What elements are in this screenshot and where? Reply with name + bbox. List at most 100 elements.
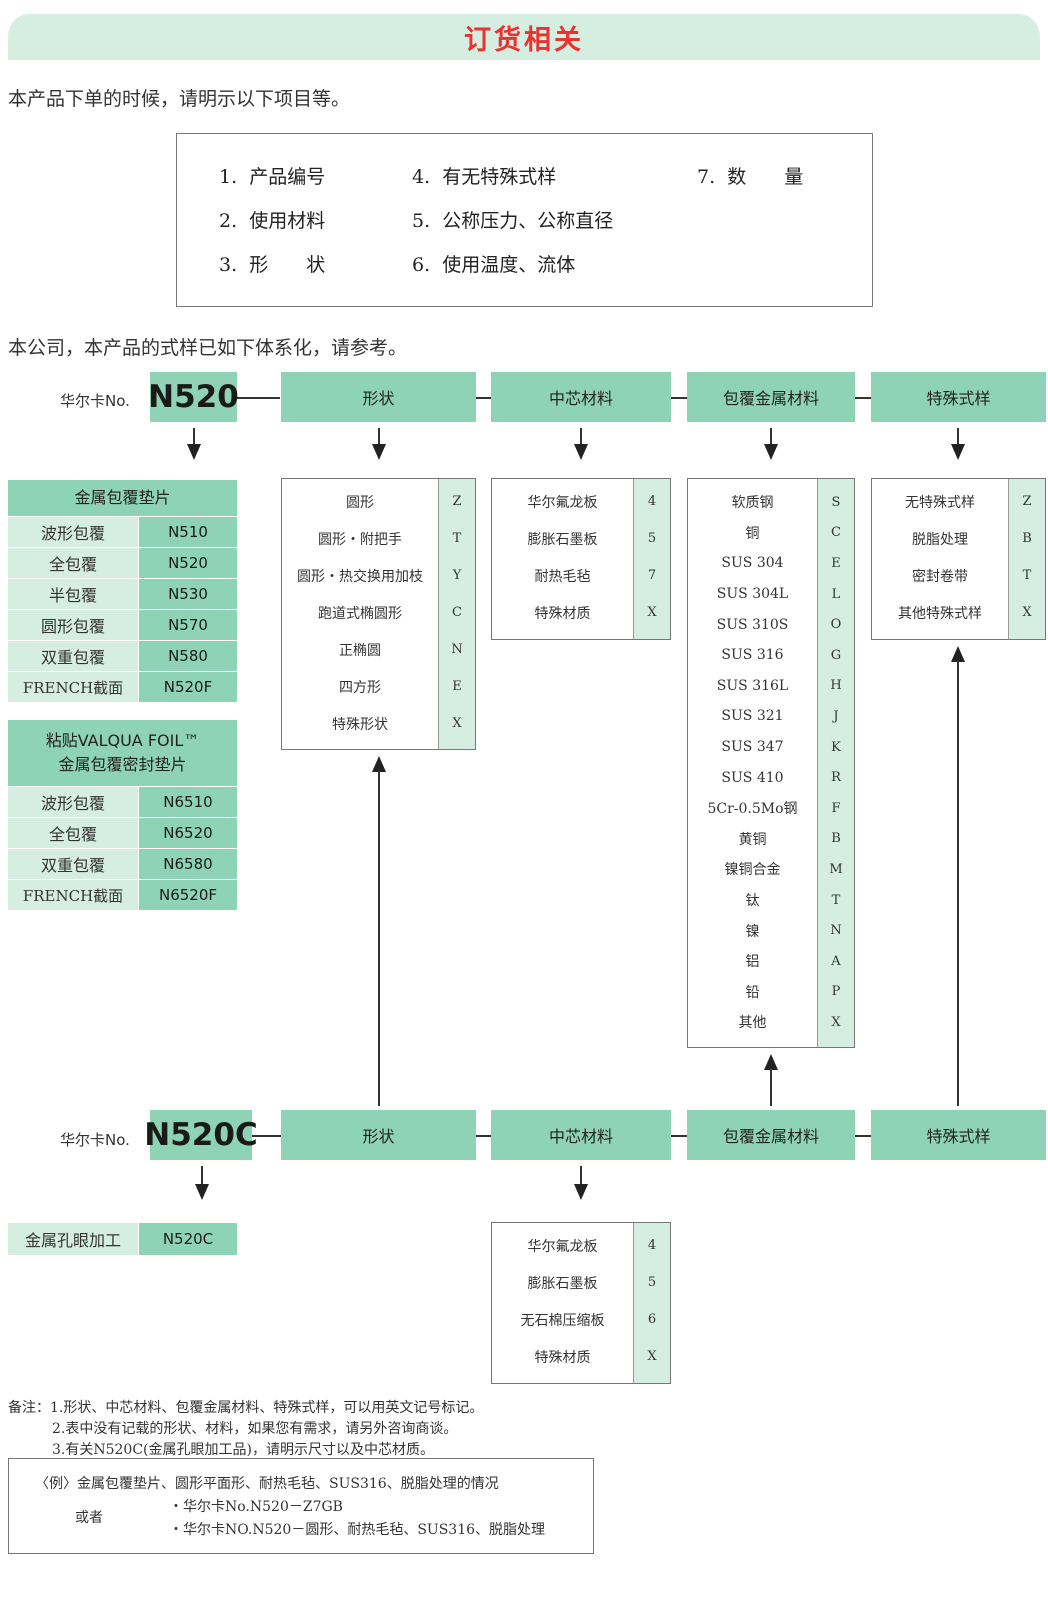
- metal-option-name: 镍铜合金: [724, 862, 781, 879]
- arrow-down-icon: [951, 444, 965, 460]
- header-shape: 形状: [281, 372, 476, 422]
- shape-option-code: Z: [452, 494, 462, 509]
- core-option-code: 7: [647, 568, 657, 583]
- section-title: 订货相关: [464, 24, 584, 56]
- arrow-shaft: [193, 428, 195, 446]
- metal-option-code: H: [830, 678, 842, 694]
- arrow-shaft: [580, 428, 582, 446]
- metal-option-code: L: [831, 586, 841, 602]
- core-option-name: 无石棉压缩板: [520, 1312, 605, 1329]
- metal-option-name: 铝: [745, 954, 760, 971]
- metal-option-name: 铅: [745, 984, 760, 1001]
- header-special-spec: 特殊式样: [871, 372, 1046, 422]
- header-shape: 形状: [281, 1110, 476, 1160]
- special-option-code: Z: [1022, 494, 1032, 509]
- connector-line: [855, 1135, 871, 1137]
- order-item: 4. 有无特殊式样: [412, 166, 557, 188]
- example-line: 〈例〉金属包覆垫片、圆形平面形、耐热毛毡、SUS316、脱脂处理的情况: [35, 1476, 499, 1492]
- special-spec-options-table: 无特殊式样 脱脂处理 密封卷带 其他特殊式样 Z B T X: [871, 478, 1046, 640]
- shape-option-code: N: [451, 642, 463, 657]
- arrow-down-icon: [195, 1184, 209, 1200]
- metal-option-name: SUS 304: [721, 555, 784, 572]
- metal-option-name: SUS 347: [721, 739, 784, 756]
- shape-option-code: X: [452, 716, 462, 731]
- order-item: 5. 公称压力、公称直径: [412, 210, 614, 232]
- metal-option-code: S: [831, 494, 841, 510]
- connector-line: [855, 397, 871, 399]
- metal-option-code: O: [830, 617, 842, 633]
- shape-option-code: T: [452, 531, 462, 546]
- special-option-name: 密封卷带: [912, 568, 968, 585]
- core-option-name: 耐热毛毡: [534, 568, 591, 585]
- arrow-up-icon: [951, 646, 965, 662]
- shape-option-name: 圆形・热交换用加枝: [297, 568, 423, 585]
- core-option-name: 华尔氟龙板: [527, 1238, 598, 1255]
- metal-option-name: 其他: [738, 1015, 767, 1032]
- arrow-shaft: [957, 660, 959, 1106]
- shape-option-code: Y: [452, 568, 462, 583]
- metal-option-name: SUS 316: [721, 647, 784, 664]
- order-item: 7. 数 量: [697, 166, 804, 188]
- connector-line: [252, 1135, 281, 1137]
- shape-option-name: 特殊形状: [332, 716, 388, 733]
- metal-option-code: J: [833, 708, 839, 724]
- header-cover-metal: 包覆金属材料: [687, 1110, 855, 1160]
- metal-option-code: F: [831, 800, 841, 816]
- order-item: 6. 使用温度、流体: [412, 254, 576, 276]
- shape-option-name: 四方形: [339, 679, 381, 696]
- table-row: 金属孔眼加工 N520C: [8, 1222, 237, 1255]
- special-option-code: T: [1022, 568, 1032, 583]
- core-option-name: 膨胀石墨板: [527, 1275, 598, 1292]
- shape-option-name: 圆形: [346, 494, 374, 511]
- metal-option-name: 软质钢: [731, 495, 774, 512]
- core-option-code: 5: [647, 1275, 657, 1290]
- core-option-code: 4: [647, 1238, 657, 1253]
- connector-line: [476, 397, 491, 399]
- arrow-down-icon: [764, 444, 778, 460]
- connector-line: [237, 397, 280, 399]
- arrow-shaft: [378, 770, 380, 1106]
- metal-option-name: 黄铜: [738, 831, 767, 848]
- shape-option-name: 跑道式椭圆形: [318, 605, 402, 622]
- core-option-name: 膨胀石墨板: [527, 531, 598, 548]
- arrow-up-icon: [372, 756, 386, 772]
- example-box: 〈例〉金属包覆垫片、圆形平面形、耐热毛毡、SUS316、脱脂处理的情况 或者 ・…: [8, 1458, 594, 1554]
- order-items-box: 1. 产品编号 2. 使用材料 3. 形 状 4. 有无特殊式样 5. 公称压力…: [176, 133, 873, 307]
- example-or-label: 或者: [75, 1510, 103, 1526]
- metal-option-name: SUS 310S: [716, 616, 789, 633]
- arrow-shaft: [201, 1166, 203, 1186]
- metal-option-code: E: [831, 555, 841, 571]
- metal-option-code: P: [831, 984, 841, 1000]
- core-option-code: 5: [647, 531, 657, 546]
- note-line: 1.形状、中芯材料、包覆金属材料、特殊式样，可以用英文记号标记。: [50, 1400, 484, 1416]
- header-special-spec: 特殊式样: [871, 1110, 1046, 1160]
- intro-text-1: 本产品下单的时候，请明示以下项目等。: [8, 88, 351, 110]
- metal-option-code: G: [830, 647, 842, 663]
- note-line: 3.有关N520C(金属孔眼加工品)，请明示尺寸以及中芯材质。: [52, 1442, 434, 1458]
- core-option-code: X: [647, 1349, 657, 1364]
- section-title-bar: 订货相关: [8, 14, 1040, 60]
- arrow-shaft: [770, 1068, 772, 1106]
- shape-option-name: 正椭圆: [339, 642, 381, 659]
- special-option-name: 脱脂处理: [912, 531, 968, 548]
- metal-option-name: SUS 321: [721, 708, 784, 725]
- core-option-name: 特殊材质: [534, 605, 591, 622]
- order-item: 3. 形 状: [219, 254, 326, 276]
- core-material-options-table: 华尔氟龙板 膨胀石墨板 耐热毛毡 特殊材质 4 5 7 X: [491, 478, 671, 640]
- notes-block: 备注：1.形状、中芯材料、包覆金属材料、特殊式样，可以用英文记号标记。 2.表中…: [8, 1398, 1038, 1461]
- core-material-options-table-2: 华尔氟龙板 膨胀石墨板 无石棉压缩板 特殊材质 4 5 6 X: [491, 1222, 671, 1384]
- metal-option-name: SUS 410: [721, 769, 784, 786]
- example-line: ・华尔卡NO.N520－圆形、耐热毛毡、SUS316、脱脂处理: [169, 1522, 546, 1538]
- special-option-code: X: [1022, 605, 1032, 620]
- connector-line: [671, 1135, 687, 1137]
